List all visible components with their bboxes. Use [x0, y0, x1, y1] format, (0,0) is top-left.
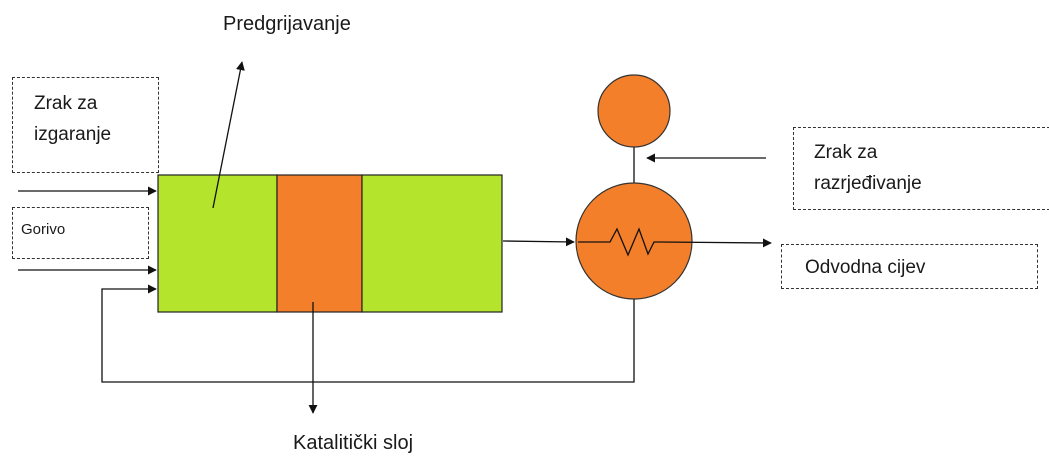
preheating-label: Predgrijavanje [223, 13, 351, 35]
exhaust-arrow [659, 238, 772, 248]
dilution-air-label-line2: razrjeđivanje [814, 173, 922, 194]
catalytic-layer-section [276, 174, 363, 313]
reactor-outlet-section [361, 174, 503, 313]
zigzag-coil-icon [578, 227, 660, 257]
recycle-loop-arrow [101, 284, 635, 383]
combustion-air-label-line1: Zrak za [34, 93, 98, 114]
fan-circle [597, 74, 671, 148]
combustion-air-label-line2: izgaranje [34, 124, 112, 145]
dilution-air-label-box: Zrak za razrjeđivanje [793, 127, 1049, 210]
exhaust-pipe-label-box: Odvodna cijev [781, 244, 1038, 289]
catalytic-layer-label: Katalitički sloj [293, 432, 414, 454]
fuel-label-box: Gorivo [12, 207, 149, 259]
fuel-label: Gorivo [21, 221, 66, 238]
exhaust-pipe-label: Odvodna cijev [805, 257, 926, 278]
preheating-arrow [212, 61, 245, 209]
preheating-section [157, 174, 278, 313]
reactor-to-exchanger-arrow [502, 237, 575, 247]
dilution-air-label-line1: Zrak za [814, 142, 878, 163]
combustion-air-label-box: Zrak za izgaranje [12, 77, 159, 173]
